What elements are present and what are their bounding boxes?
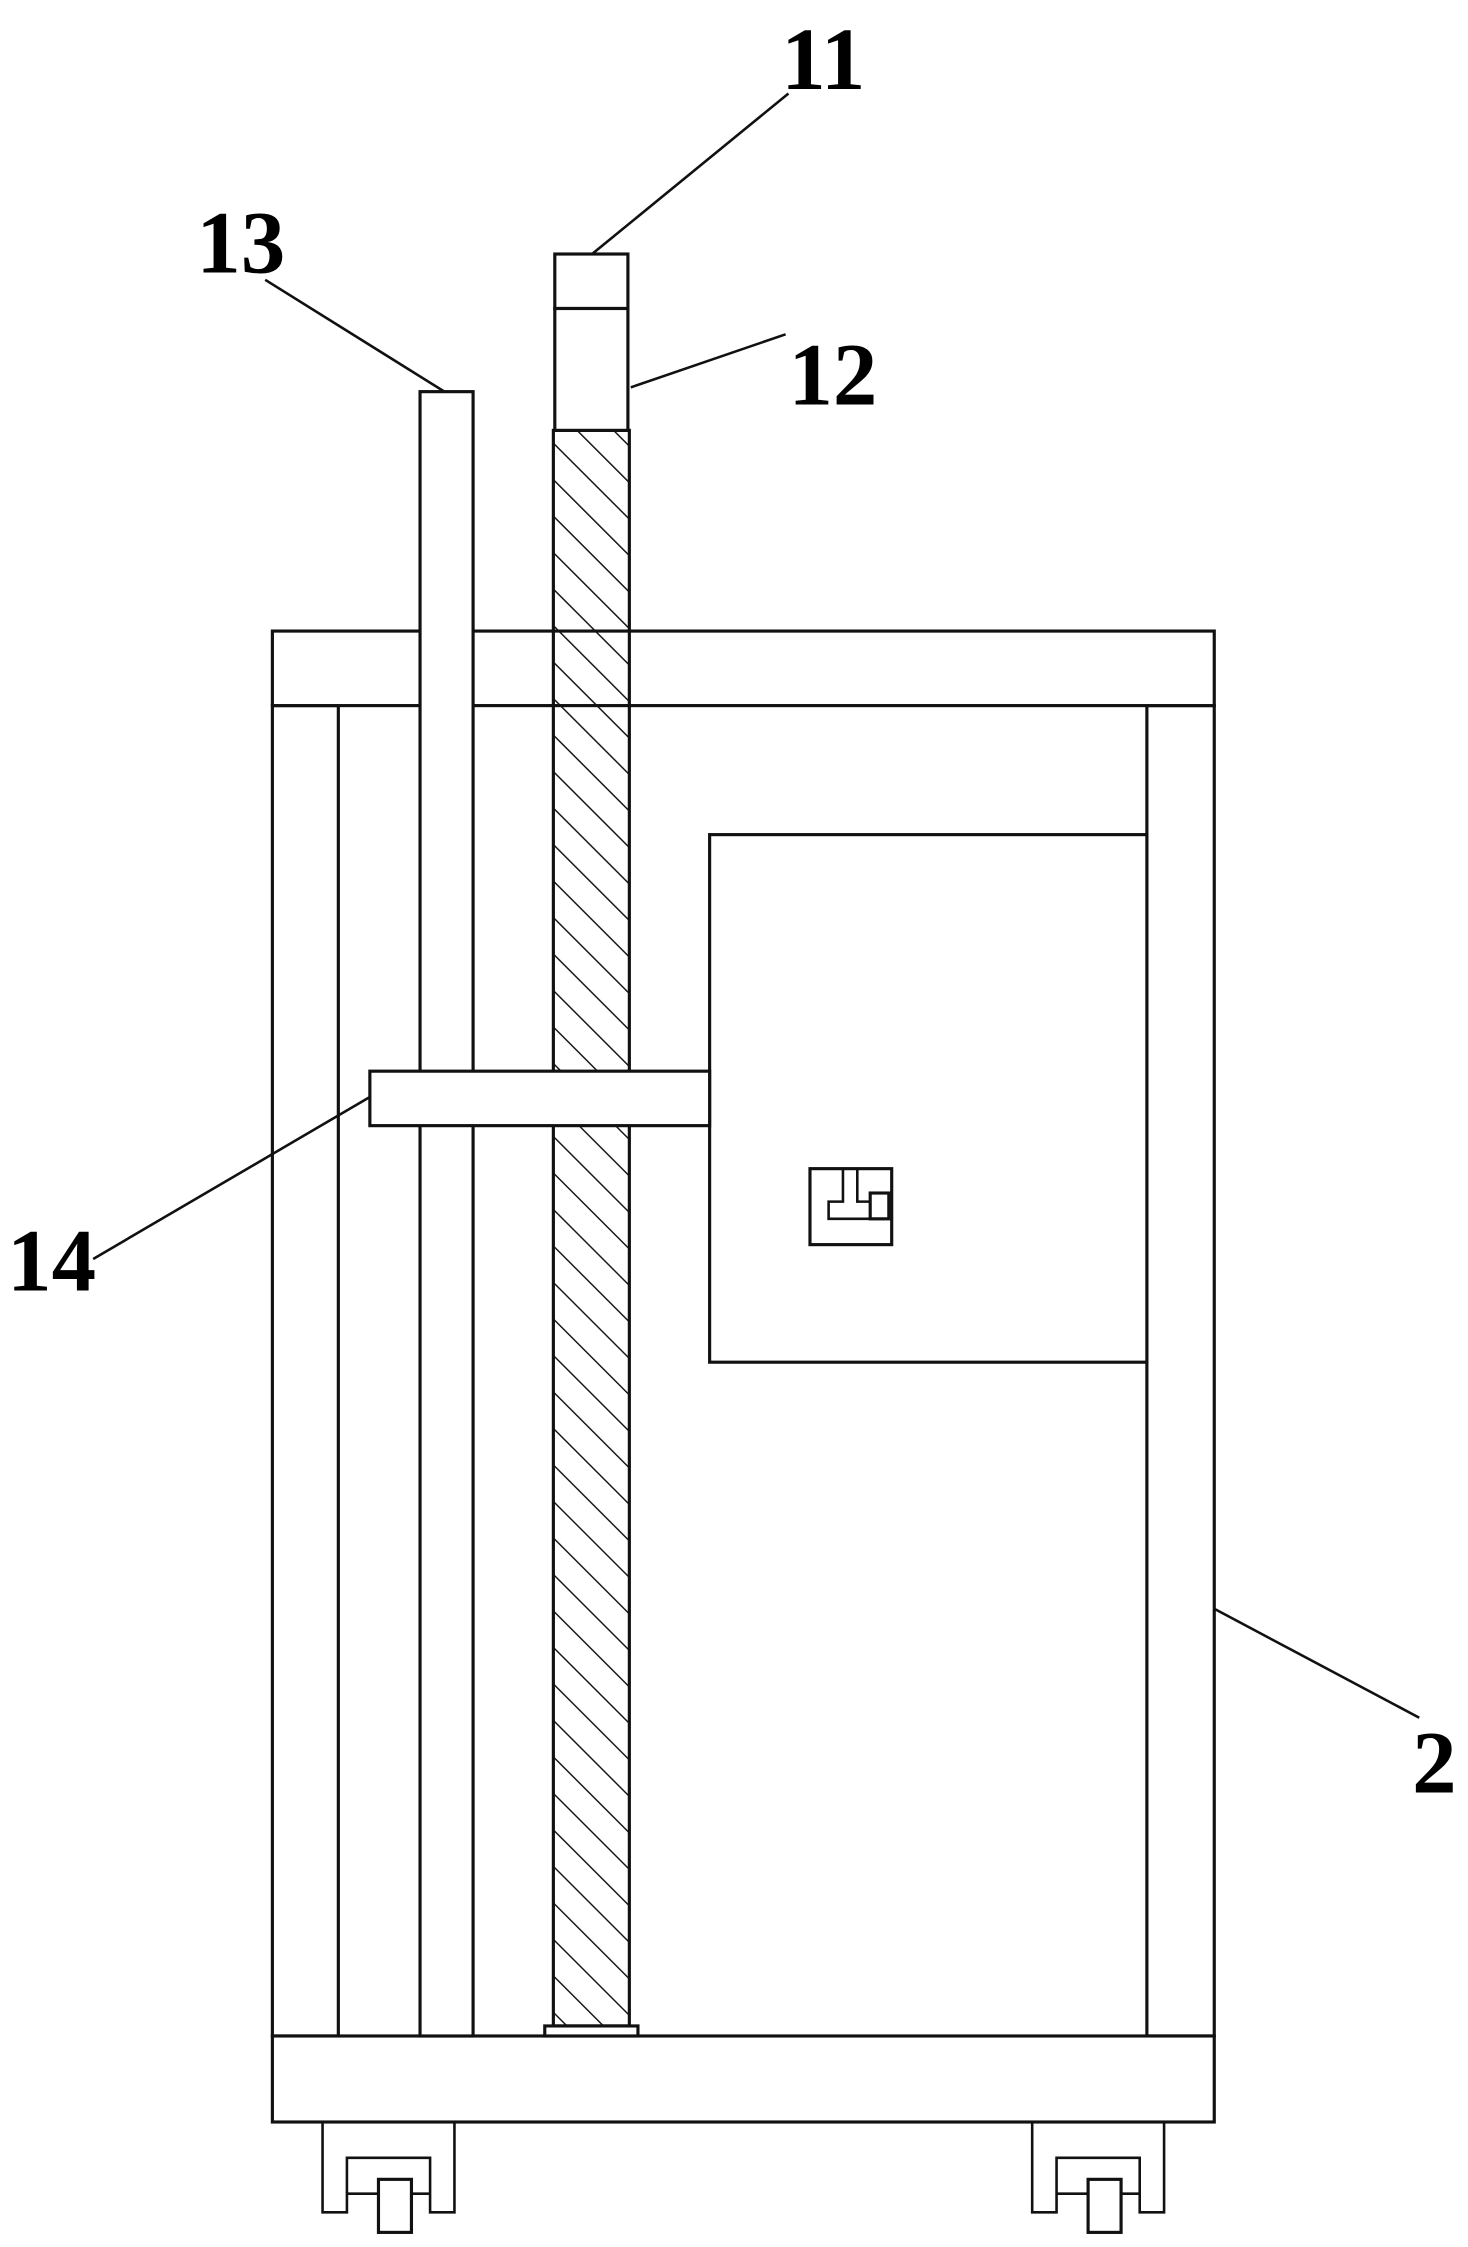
lead-screw [543, 252, 640, 2038]
label-2: 2 [1412, 1714, 1456, 1812]
small-component [808, 1167, 894, 1247]
top-plate [270, 629, 1216, 708]
bottom-plate [270, 2034, 1216, 2124]
coupling-12 [553, 306, 630, 432]
guide-rod-13 [418, 390, 475, 2038]
frame [270, 629, 1216, 2124]
motor-cap-11 [553, 252, 630, 311]
left-post [270, 704, 340, 2038]
caster-wheel-right [1030, 2121, 1166, 2234]
label-12: 12 [788, 327, 877, 425]
caster-wheel-left [321, 2121, 456, 2234]
bearing-seat [543, 2024, 640, 2038]
housing-box [708, 833, 1149, 1364]
right-post [1145, 704, 1216, 2038]
label-13: 13 [196, 195, 285, 293]
leader-lines [92, 92, 1420, 1719]
screw-threaded [551, 428, 631, 2028]
slider-arm-14 [368, 1069, 712, 1128]
label-14: 14 [7, 1213, 96, 1311]
label-11: 11 [781, 11, 865, 109]
